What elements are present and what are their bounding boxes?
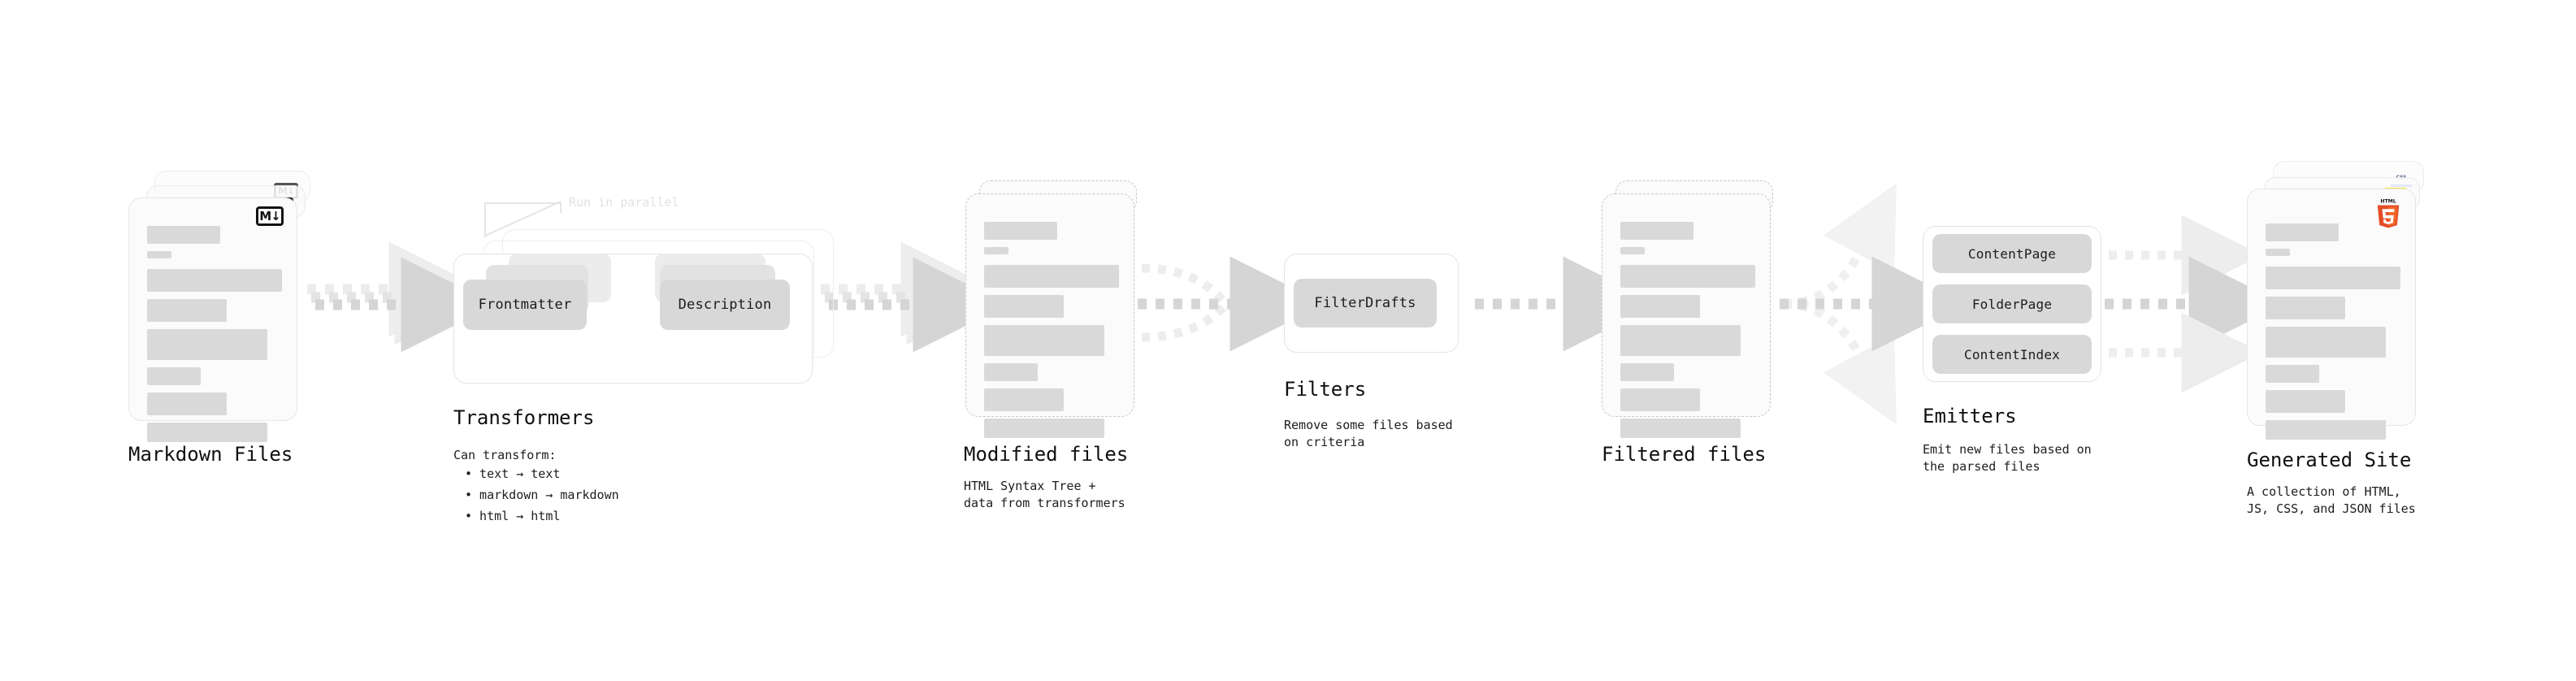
stage-title-modified-files: Modified files	[964, 443, 1129, 466]
run-in-parallel-label: Run in parallel	[569, 195, 679, 210]
transformers-bullet-1: • text → text	[465, 466, 561, 481]
svg-text:HTML: HTML	[2380, 199, 2396, 205]
html5-icon: HTML	[2374, 197, 2402, 232]
file-placeholder-lines	[1620, 222, 1755, 445]
emitters-subtitle-1: Emit new files based on	[1923, 442, 2092, 457]
stage-title-emitters: Emitters	[1923, 405, 2017, 427]
modified-file-card-front[interactable]	[965, 193, 1134, 438]
transformers-bullet-2: • markdown → markdown	[465, 488, 619, 502]
emitters-subtitle-2: the parsed files	[1923, 459, 2040, 474]
modified-files-subtitle-1: HTML Syntax Tree +	[964, 479, 1096, 493]
file-placeholder-lines	[984, 222, 1119, 445]
filters-subtitle-2: on criteria	[1284, 435, 1365, 449]
arrow-transformers-to-modified	[821, 241, 1008, 353]
modified-files-subtitle-2: data from transformers	[964, 496, 1125, 510]
stage-title-filtered-files: Filtered files	[1602, 443, 1767, 466]
file-placeholder-lines	[2266, 223, 2400, 447]
stage-title-generated-site: Generated Site	[2247, 449, 2412, 471]
arrow-emitters-to-site	[2105, 215, 2284, 393]
emitter-chip-contentindex[interactable]: ContentIndex	[1932, 335, 2092, 374]
emitter-chip-contentpage[interactable]: ContentPage	[1932, 234, 2092, 273]
markdown-file-card-front[interactable]: M↓	[128, 197, 297, 442]
generated-site-subtitle-1: A collection of HTML,	[2247, 484, 2401, 499]
generated-site-subtitle-2: JS, CSS, and JSON files	[2247, 501, 2416, 516]
emitter-chip-folderpage[interactable]: FolderPage	[1932, 284, 2092, 323]
stage-title-markdown-files: Markdown Files	[128, 443, 293, 466]
transformers-bullet-3: • html → html	[465, 509, 561, 523]
transformer-chip-description[interactable]: Description	[660, 280, 790, 330]
filters-subtitle-1: Remove some files based	[1284, 418, 1453, 432]
arrow-modified-to-filters	[1138, 256, 1325, 352]
transformers-subtitle: Can transform:	[453, 448, 557, 462]
stage-title-transformers: Transformers	[453, 406, 595, 429]
arrow-markdown-to-transformers	[307, 241, 497, 353]
file-placeholder-lines	[147, 226, 282, 449]
markdown-badge: M↓	[256, 206, 284, 226]
filter-chip-filterdrafts[interactable]: FilterDrafts	[1294, 279, 1437, 327]
stage-title-filters: Filters	[1284, 378, 1367, 401]
arrow-filtered-to-emitters	[1780, 183, 1967, 425]
site-file-card-front[interactable]: HTML	[2247, 189, 2416, 440]
transformer-chip-frontmatter[interactable]: Frontmatter	[463, 280, 587, 330]
filtered-file-card-front[interactable]	[1602, 193, 1771, 438]
